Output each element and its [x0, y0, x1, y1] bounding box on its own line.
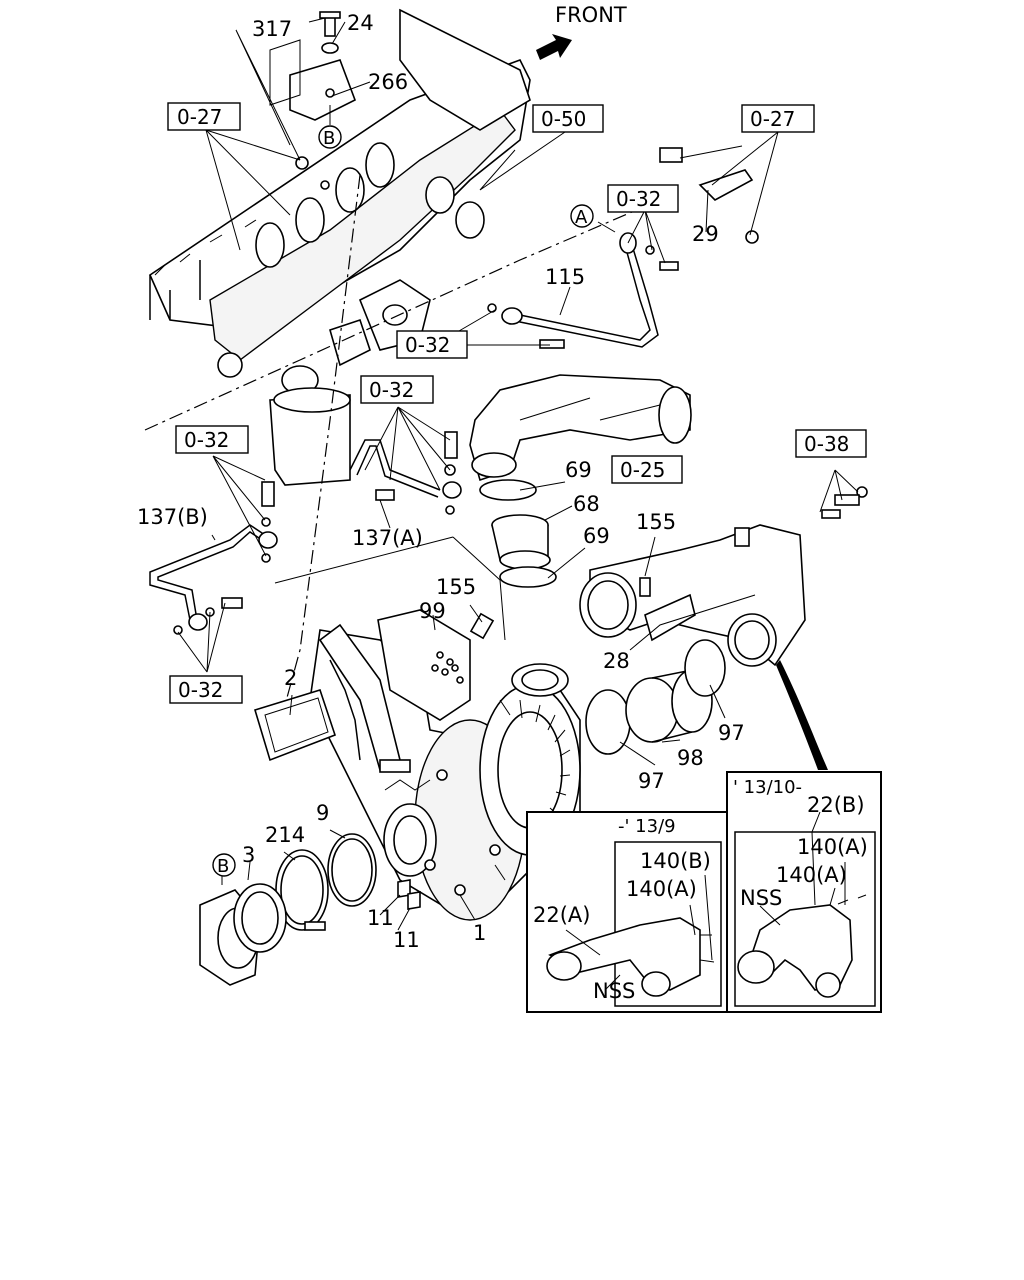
- label-11-b: 11: [393, 928, 420, 952]
- svg-text:A: A: [575, 207, 588, 228]
- ref-box-032-pipe-mid: 0-32: [396, 330, 468, 359]
- turbocharger-body: [309, 609, 581, 921]
- bracket-29: [659, 147, 759, 244]
- part-labels: 317 24 266 29 115 69 68 69 155 155 99 13…: [137, 11, 745, 952]
- svg-text:0-32: 0-32: [184, 428, 229, 452]
- inset-new-nss: NSS: [740, 886, 782, 910]
- label-69-lower: 69: [583, 524, 610, 548]
- svg-text:0-25: 0-25: [620, 458, 665, 482]
- label-97-right: 97: [718, 721, 745, 745]
- front-indicator: FRONT: [536, 3, 627, 60]
- label-214: 214: [265, 823, 305, 847]
- ref-box-032-center: 0-32: [360, 375, 434, 404]
- svg-text:0-32: 0-32: [178, 678, 223, 702]
- inset-pointer: [776, 660, 828, 770]
- label-115: 115: [545, 265, 585, 289]
- inset-new-22b: 22(B): [807, 793, 865, 817]
- label-266: 266: [368, 70, 408, 94]
- exhaust-manifold: [148, 8, 531, 486]
- svg-text:0-27: 0-27: [750, 107, 795, 131]
- hose-and-clamps: [479, 479, 557, 588]
- inset-old-type: -' 13/9 140(B) 140(A) 22(A) NSS: [526, 811, 728, 1013]
- front-arrow-icon: [536, 34, 572, 60]
- label-68: 68: [573, 492, 600, 516]
- pipe-137a: [349, 431, 462, 515]
- front-label: FRONT: [555, 3, 627, 27]
- bracket-266: [269, 11, 357, 121]
- ref-box-032-pipe-upper: 0-32: [607, 184, 679, 213]
- inset-new-type: ' 13/10- 22(B) 140(A) 140(A) NSS: [726, 771, 882, 1013]
- centerline-turbo: [269, 174, 361, 761]
- label-155-center: 155: [436, 575, 476, 599]
- label-2: 2: [284, 666, 297, 690]
- ref-box-050: 0-50: [532, 104, 604, 133]
- ref-box-027-top-right: 0-27: [741, 104, 815, 133]
- label-98: 98: [677, 746, 704, 770]
- svg-text:0-50: 0-50: [541, 107, 586, 131]
- svg-text:0-32: 0-32: [405, 333, 450, 357]
- centerline-upper: [144, 199, 661, 431]
- marker-b-top: B: [318, 125, 342, 149]
- inset-old-22a: 22(A): [533, 903, 590, 927]
- svg-text:0-38: 0-38: [804, 432, 849, 456]
- label-97-lower: 97: [638, 769, 665, 793]
- gasket-2: [254, 689, 337, 762]
- label-99: 99: [419, 599, 446, 623]
- label-137a: 137(A): [352, 526, 423, 550]
- label-155-right: 155: [636, 510, 676, 534]
- label-137b: 137(B): [137, 505, 208, 529]
- label-317: 317: [252, 17, 292, 41]
- marker-b-bottom: B: [212, 853, 236, 877]
- label-29: 29: [692, 222, 719, 246]
- label-28: 28: [603, 649, 630, 673]
- outlet-parts: [199, 833, 421, 986]
- svg-text:0-27: 0-27: [177, 105, 222, 129]
- label-1: 1: [473, 921, 486, 945]
- ref-box-032-left: 0-32: [175, 425, 249, 454]
- inset-new-140a-1: 140(A): [797, 835, 868, 859]
- intake-duct: [579, 486, 868, 755]
- label-9: 9: [316, 801, 329, 825]
- svg-text:0-32: 0-32: [616, 187, 661, 211]
- ref-box-038: 0-38: [795, 429, 867, 458]
- oil-pipe-115: [487, 232, 679, 349]
- ref-box-027-top-left: 0-27: [167, 102, 241, 131]
- label-69-upper: 69: [565, 458, 592, 482]
- inset-old-date: -' 13/9: [618, 816, 676, 837]
- intake-elbow: [469, 374, 692, 482]
- svg-text:B: B: [323, 128, 335, 149]
- ref-box-032-left-lower: 0-32: [169, 675, 243, 704]
- inset-new-date: ' 13/10-: [733, 777, 802, 798]
- label-11-a: 11: [367, 906, 394, 930]
- inset-new-140a-2: 140(A): [776, 863, 847, 887]
- svg-text:B: B: [217, 856, 229, 877]
- inset-old-nss: NSS: [593, 979, 635, 1003]
- label-3: 3: [242, 843, 255, 867]
- marker-a-pipe: A: [570, 204, 594, 228]
- inset-old-140b: 140(B): [640, 849, 711, 873]
- svg-text:0-32: 0-32: [369, 378, 414, 402]
- ref-box-025: 0-25: [611, 455, 683, 484]
- label-24: 24: [347, 11, 374, 35]
- inset-old-140a: 140(A): [626, 877, 697, 901]
